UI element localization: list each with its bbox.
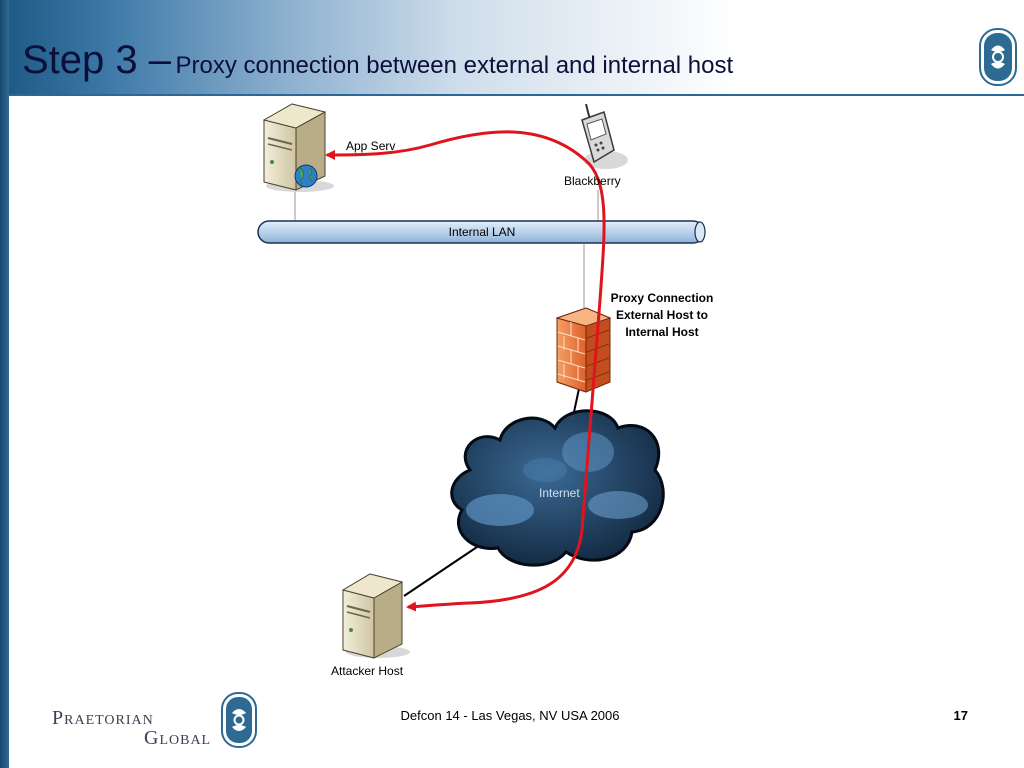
header-rule xyxy=(9,94,1024,96)
blackberry-phone-icon xyxy=(581,103,628,169)
left-accent-bar xyxy=(0,0,9,768)
internal-lan-label: Internal LAN xyxy=(448,225,516,239)
praetorian-emblem-icon xyxy=(221,692,257,748)
page-number: 17 xyxy=(953,708,968,723)
attacker-host-label: Attacker Host xyxy=(331,664,404,678)
annotation-line: Internal Host xyxy=(625,325,699,339)
title-subtitle: Proxy connection between external and in… xyxy=(175,52,734,79)
logo-text-line2: Global xyxy=(144,727,211,748)
praetorian-emblem-icon xyxy=(979,28,1017,86)
internet-cloud-icon xyxy=(450,409,665,567)
app-server-label: App Serv xyxy=(346,139,396,153)
globe-icon xyxy=(294,164,318,188)
annotation-line: External Host to xyxy=(615,308,708,322)
header-band xyxy=(0,0,1024,94)
annotation-line: Proxy Connection xyxy=(610,291,714,305)
internet-attacker-line xyxy=(403,544,481,597)
proxy-connection-annotation: Proxy Connection External Host to Intern… xyxy=(598,290,726,341)
internal-lan-pipe xyxy=(257,220,706,244)
title-main: Step 3 – xyxy=(22,38,172,82)
logo-text-line1: Praetorian xyxy=(52,707,154,729)
proxy-connection-path-lower xyxy=(406,158,606,612)
attacker-host-server-icon xyxy=(341,573,410,659)
praetorian-global-logo: Praetorian Global xyxy=(52,692,257,748)
blackberry-label: Blackberry xyxy=(564,174,621,188)
internet-label: Internet xyxy=(539,486,580,500)
slide-title: Step 3 – Proxy connection between extern… xyxy=(22,40,733,80)
footer-event: Defcon 14 - Las Vegas, NV USA 2006 xyxy=(400,708,620,723)
proxy-connection-path xyxy=(325,130,586,162)
